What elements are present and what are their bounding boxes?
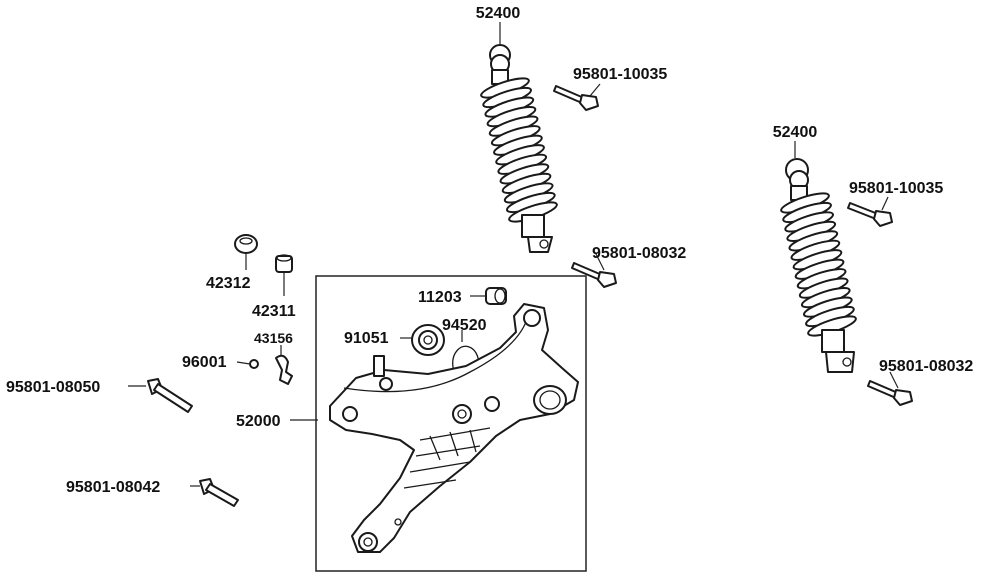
- label-bolt-08032-right: 95801-08032: [879, 358, 973, 375]
- label-91051: 91051: [344, 330, 389, 347]
- collar-42312[interactable]: [234, 234, 258, 270]
- label-43156: 43156: [254, 330, 293, 346]
- label-42311: 42311: [252, 303, 296, 320]
- label-96001: 96001: [182, 354, 227, 371]
- label-shock-right: 52400: [773, 124, 818, 141]
- shock-spring-left: [480, 77, 558, 223]
- label-shock-left: 52400: [476, 5, 521, 22]
- bushing-11203[interactable]: [470, 287, 507, 305]
- bolt-10035-left[interactable]: [553, 83, 601, 111]
- label-42312: 42312: [206, 275, 251, 292]
- label-bolt-10035-left: 95801-10035: [573, 66, 667, 83]
- label-bolt-10035-right: 95801-10035: [849, 180, 943, 197]
- label-52000: 52000: [236, 413, 281, 430]
- bolt-08042[interactable]: [190, 478, 239, 507]
- assembly-group-frame: [315, 275, 587, 572]
- label-08050: 95801-08050: [6, 379, 100, 396]
- bolt-10035-right[interactable]: [847, 196, 893, 227]
- bearing-91051[interactable]: [400, 324, 445, 356]
- swing-arm-52000[interactable]: [290, 303, 579, 553]
- label-94520: 94520: [442, 317, 487, 334]
- label-bolt-08032-left: 95801-08032: [592, 245, 686, 262]
- shock-absorber-right[interactable]: [779, 141, 857, 373]
- clamp-43156[interactable]: [275, 345, 293, 385]
- bolt-08032-left[interactable]: [571, 253, 617, 288]
- screw-96001[interactable]: [236, 359, 259, 369]
- shock-absorber-left[interactable]: [479, 22, 558, 253]
- bolt-08032-right[interactable]: [867, 371, 913, 406]
- label-11203: 11203: [418, 289, 462, 306]
- bolt-08050[interactable]: [128, 378, 193, 413]
- collar-42311[interactable]: [275, 254, 293, 296]
- shock-spring-right: [780, 192, 857, 337]
- label-08042: 95801-08042: [66, 479, 160, 496]
